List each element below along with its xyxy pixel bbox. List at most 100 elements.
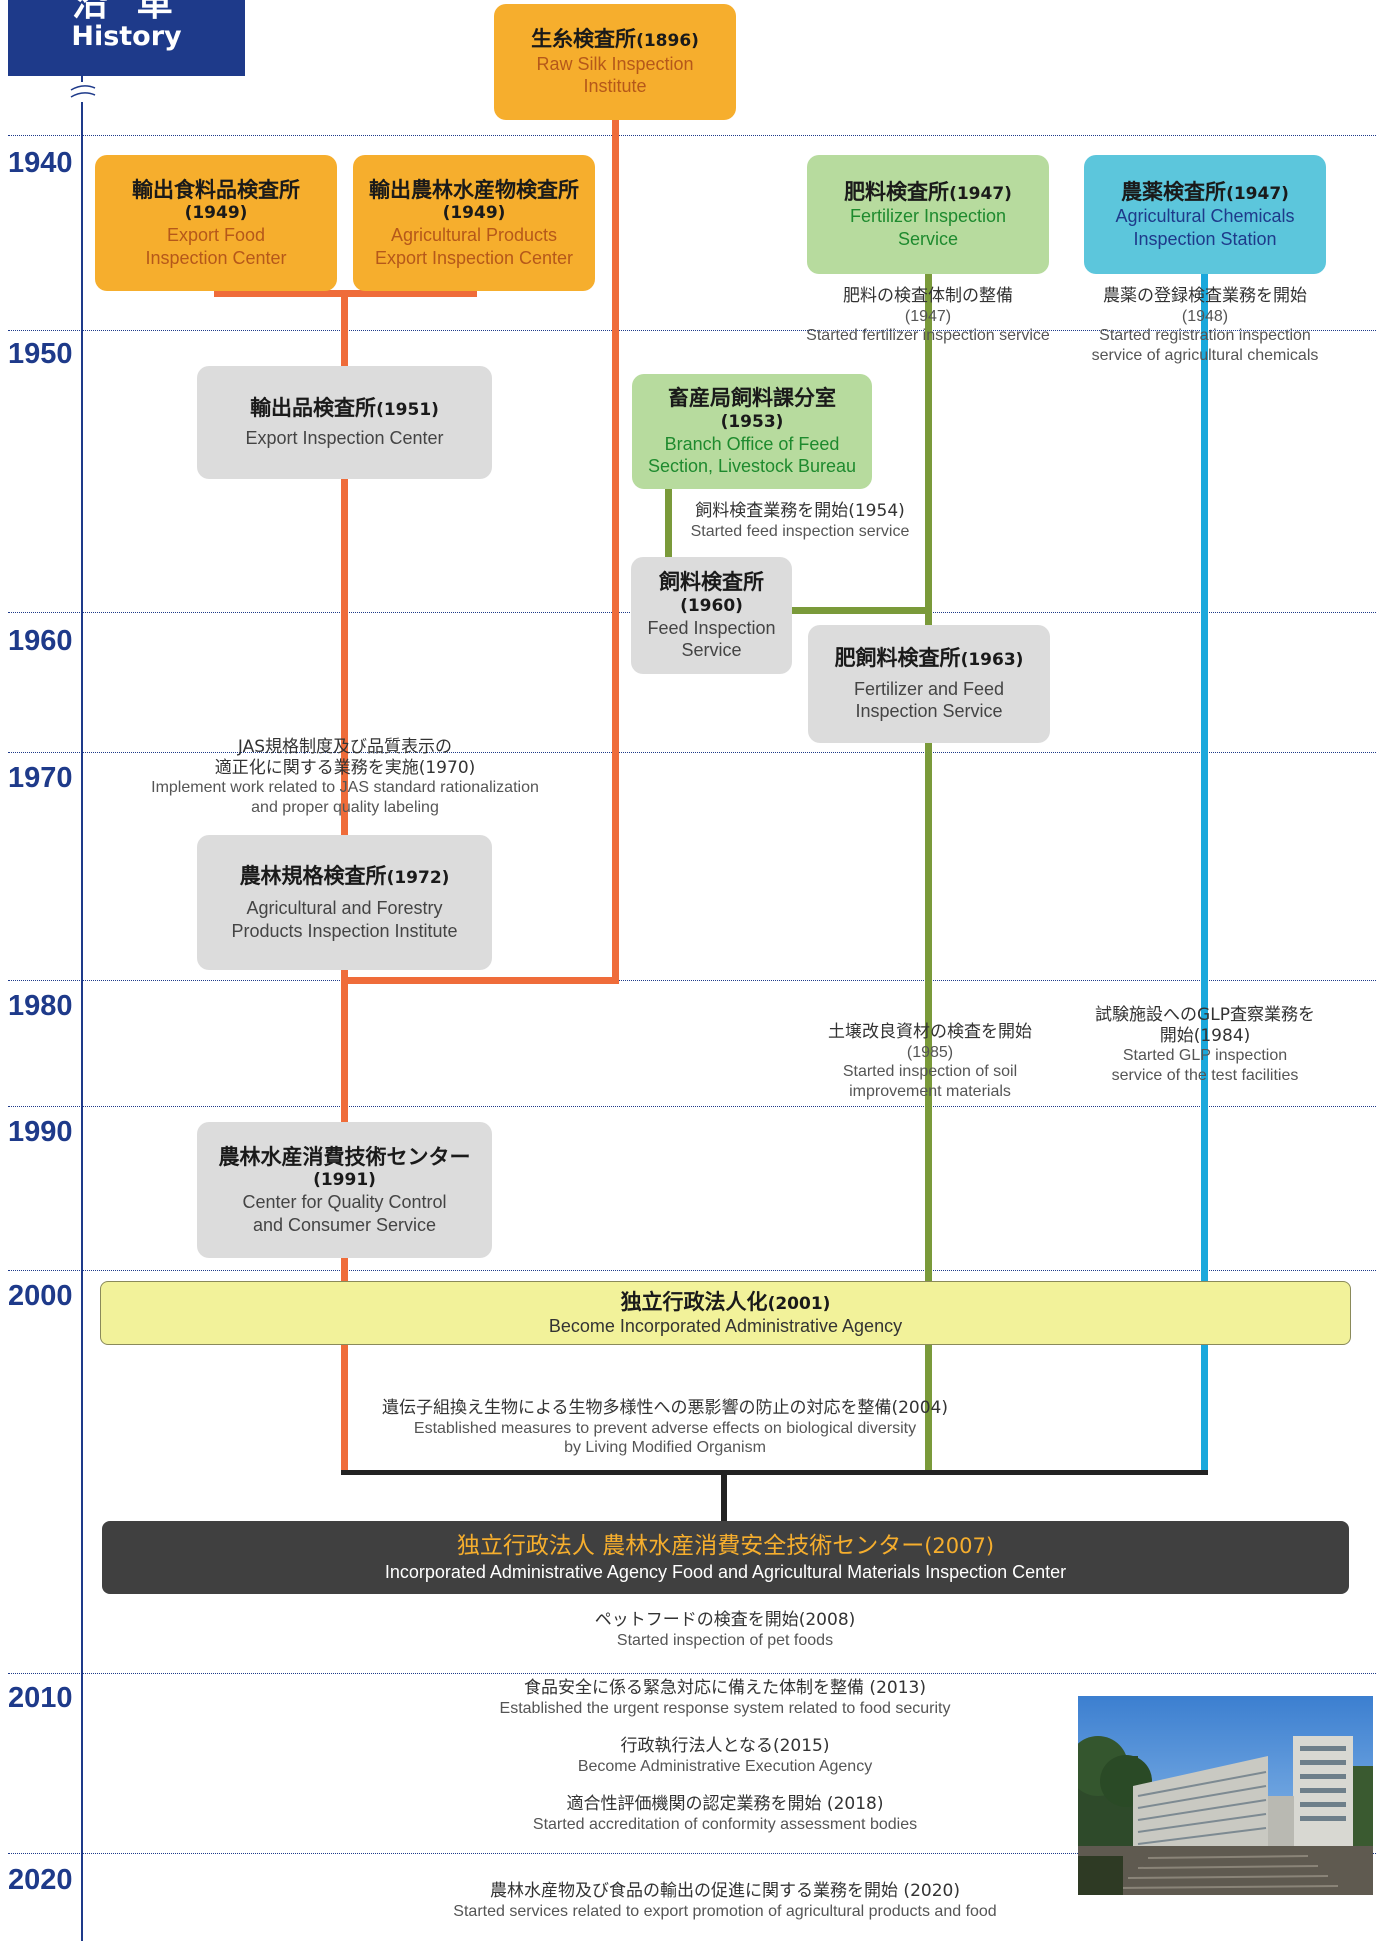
feed-branch-box: 畜産局飼料課分室 (1953) Branch Office of Feed Se… <box>632 374 872 489</box>
year-label-1970: 1970 <box>8 762 73 794</box>
building-image <box>1078 1696 1373 1895</box>
year-label-1960: 1960 <box>8 625 73 657</box>
fertilizer-box: 肥料検査所(1947) Fertilizer Inspection Servic… <box>807 155 1049 274</box>
cyan-line-chemicals <box>1201 272 1208 1474</box>
orange-connector-v1949a <box>214 286 221 297</box>
agri-export-year: (1949) <box>442 203 506 223</box>
grid-line-2010 <box>8 1673 1376 1674</box>
note-jas-jp-1: JAS規格制度及び品質表示の <box>237 737 453 757</box>
famic-box: 独立行政法人 農林水産消費安全技術センター(2007) Incorporated… <box>102 1521 1349 1594</box>
note-glp-jp-2: 開始(1984) <box>1159 1025 1251 1046</box>
note-chemical-registration-en-1: Started registration inspection <box>1099 327 1311 345</box>
note-soil-jp: 土壌改良資材の検査を開始 <box>828 1022 1032 1042</box>
center-qc-year: (1991) <box>313 1170 376 1190</box>
note-accreditation-jp: 適合性評価機関の認定業務を開始 (2018) <box>566 1794 884 1814</box>
note-fertilizer-system: 肥料の検査体制の整備 (1947) Started fertilizer ins… <box>793 286 1063 346</box>
history-title-jp: 沿 革 <box>72 0 181 24</box>
note-soil: 土壌改良資材の検査を開始 (1985) Started inspection o… <box>800 1022 1060 1101</box>
year-label-1940: 1940 <box>8 147 73 179</box>
green-line-feed-branch <box>665 480 672 560</box>
merge-line-v2007 <box>721 1474 727 1522</box>
note-export-promotion-en: Started services related to export promo… <box>453 1902 997 1920</box>
agri-chem-year: (1947) <box>1226 183 1289 204</box>
grid-line-1990 <box>8 1106 1376 1107</box>
green-connector-h1960 <box>790 607 932 614</box>
center-qc-name-en-1: Center for Quality Control <box>242 1192 447 1213</box>
agri-export-name-en-1: Agricultural Products <box>390 225 558 246</box>
feed-insp-name-en-1: Feed Inspection <box>647 617 776 638</box>
fertilizer-name-en-2: Service <box>897 228 959 249</box>
note-glp-en-1: Started GLP inspection <box>1122 1047 1288 1065</box>
note-jas: JAS規格制度及び品質表示の 適正化に関する業務を実施(1970) Implem… <box>110 737 580 818</box>
agri-forestry-name-jp: 農林規格検査所 <box>239 863 387 888</box>
year-label-2000: 2000 <box>8 1280 73 1312</box>
note-feed-start: 飼料検査業務を開始(1954) Started feed inspection … <box>670 501 930 541</box>
famic-name-en: Incorporated Administrative Agency Food … <box>384 1561 1067 1582</box>
note-fertilizer-system-en: Started fertilizer inspection service <box>806 327 1050 345</box>
iaa-name-jp: 独立行政法人化 <box>620 1289 768 1314</box>
agri-export-name-jp: 輸出農林水産物検査所 <box>369 177 579 202</box>
note-lmo-en-2: by Living Modified Organism <box>564 1439 766 1457</box>
year-label-1990: 1990 <box>8 1116 73 1148</box>
history-header: 沿 革 History <box>8 0 245 76</box>
iaa-box: 独立行政法人化(2001) Become Incorporated Admini… <box>100 1281 1351 1345</box>
raw-silk-name-en-2: Institute <box>583 76 647 97</box>
note-glp: 試験施設へのGLP査察業務を 開始(1984) Started GLP insp… <box>1075 1005 1335 1086</box>
grid-line-1940 <box>8 135 1376 136</box>
center-qc-box: 農林水産消費技術センター (1991) Center for Quality C… <box>197 1122 492 1258</box>
note-urgent-en: Established the urgent response system r… <box>499 1699 951 1717</box>
agri-export-name-en-2: Export Inspection Center <box>374 247 574 268</box>
raw-silk-name-en-1: Raw Silk Inspection <box>536 53 694 74</box>
agri-forestry-name-en-2: Products Inspection Institute <box>231 920 458 941</box>
export-food-year: (1949) <box>184 203 248 223</box>
raw-silk-name-jp: 生糸検査所 <box>531 27 637 52</box>
agri-chem-name-en-1: Agricultural Chemicals <box>1115 206 1295 227</box>
note-jas-jp-2: 適正化に関する業務を実施(1970) <box>214 757 476 778</box>
note-urgent: 食品安全に係る緊急対応に備えた体制を整備 (2013) Established … <box>425 1678 1025 1718</box>
note-accreditation: 適合性評価機関の認定業務を開始 (2018) Started accredita… <box>425 1794 1025 1834</box>
year-label-2010: 2010 <box>8 1682 73 1714</box>
fertilizer-name-jp: 肥料検査所 <box>844 179 950 204</box>
note-jas-en-1: Implement work related to JAS standard r… <box>151 779 539 797</box>
green-line-fertilizer <box>925 270 932 1474</box>
note-chemical-registration-year: (1948) <box>1181 307 1229 325</box>
raw-silk-box: 生糸検査所(1896) Raw Silk Inspection Institut… <box>494 4 736 120</box>
agri-chem-name-jp: 農薬検査所 <box>1121 179 1227 204</box>
break-icon <box>70 85 96 98</box>
note-chemical-registration-en-2: service of agricultural chemicals <box>1091 346 1319 364</box>
building-photo <box>1078 1696 1373 1895</box>
note-lmo: 遺伝子組換え生物による生物多様性への悪影響の防止の対応を整備(2004) Est… <box>330 1398 1000 1458</box>
center-qc-name-jp: 農林水産消費技術センター <box>218 1144 471 1169</box>
grid-line-2000 <box>8 1270 1376 1271</box>
agri-forestry-name-en-1: Agricultural and Forestry <box>246 898 443 919</box>
note-glp-en-2: service of the test facilities <box>1111 1066 1299 1084</box>
fertilizer-name-en-1: Fertilizer Inspection <box>849 206 1007 227</box>
fert-feed-name-jp: 肥飼料検査所 <box>834 646 961 671</box>
grid-line-1970 <box>8 752 1376 753</box>
export-food-name-en-1: Export Food <box>166 225 266 246</box>
iaa-year: (2001) <box>767 1293 831 1314</box>
agri-chem-name-en-2: Inspection Station <box>1133 228 1277 249</box>
orange-connector-h1980 <box>341 977 619 984</box>
year-label-2020: 2020 <box>8 1864 73 1896</box>
feed-branch-name-en-1: Branch Office of Feed <box>664 433 840 454</box>
note-fertilizer-system-jp: 肥料の検査体制の整備 <box>843 286 1013 306</box>
note-feed-start-jp: 飼料検査業務を開始(1954) <box>695 501 905 521</box>
export-food-name-en-2: Inspection Center <box>145 247 287 268</box>
note-aea: 行政執行法人となる(2015) Become Administrative Ex… <box>425 1736 1025 1776</box>
export-food-box: 輸出食料品検査所 (1949) Export Food Inspection C… <box>95 155 337 291</box>
feed-branch-name-jp: 畜産局飼料課分室 <box>668 386 836 411</box>
note-soil-en-1: Started inspection of soil <box>842 1063 1018 1081</box>
export-insp-box: 輸出品検査所(1951) Export Inspection Center <box>197 366 492 479</box>
feed-insp-year: (1960) <box>680 595 743 616</box>
famic-name-jp: 独立行政法人 農林水産消費安全技術センター <box>456 1532 925 1559</box>
note-urgent-jp: 食品安全に係る緊急対応に備えた体制を整備 (2013) <box>524 1678 926 1698</box>
feed-insp-name-jp: 飼料検査所 <box>659 570 764 595</box>
fert-feed-name-en-1: Fertilizer and Feed <box>853 678 1005 699</box>
export-insp-name-jp: 輸出品検査所 <box>250 396 377 421</box>
note-pet-food-jp: ペットフードの検査を開始(2008) <box>594 1610 856 1630</box>
grid-line-1950 <box>8 330 1376 331</box>
note-fertilizer-system-year: (1947) <box>904 307 952 325</box>
history-title-en: History <box>71 21 182 52</box>
note-export-promotion-jp: 農林水産物及び食品の輸出の促進に関する業務を開始 (2020) <box>490 1881 960 1901</box>
